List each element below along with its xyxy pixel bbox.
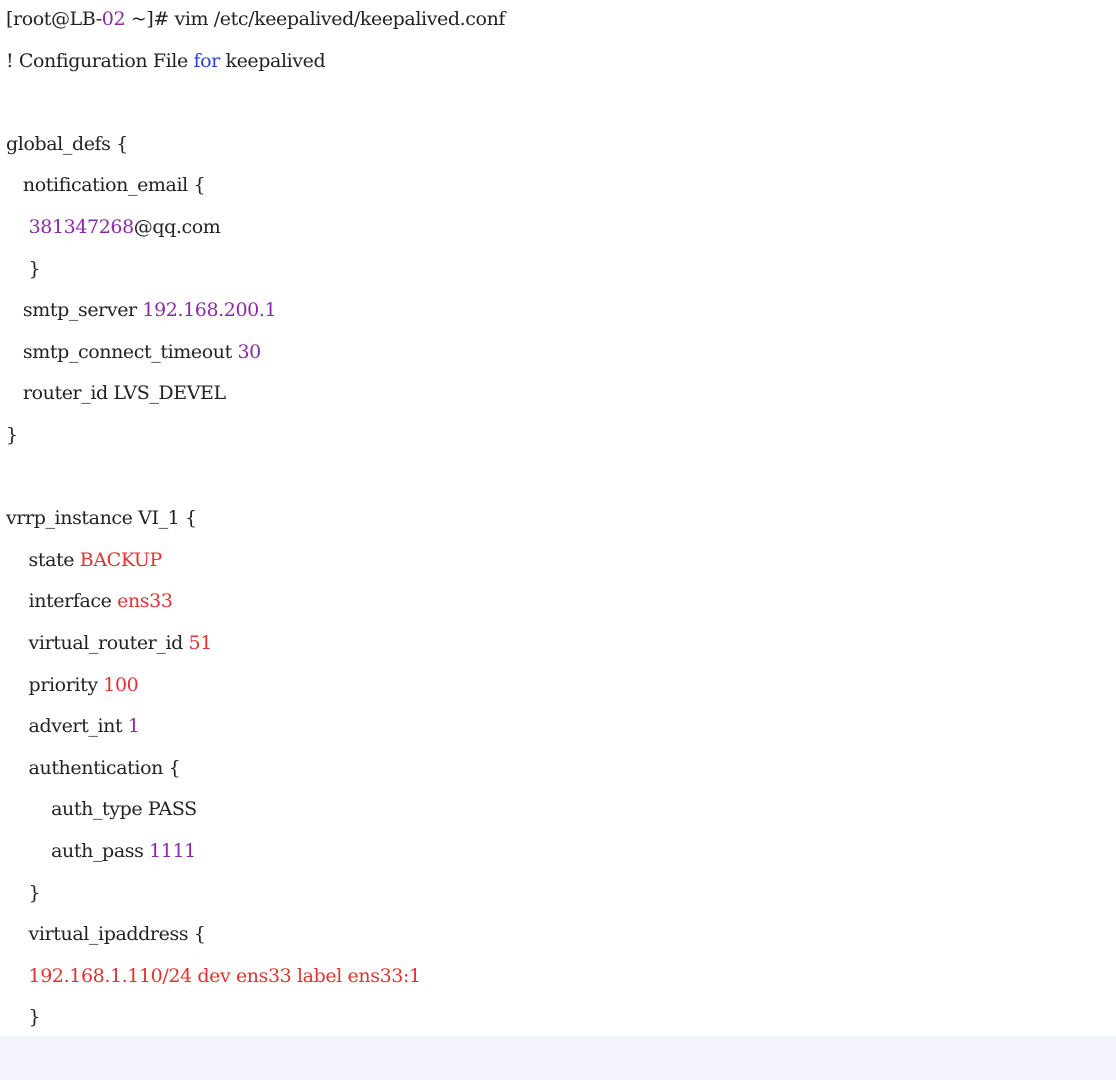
code-token-value: BACKUP [79, 548, 163, 571]
code-token-text: keepalived [219, 49, 326, 72]
code-line: notification_email { [6, 170, 206, 200]
code-line: authentication { [6, 753, 181, 783]
code-token-number: 1111 [149, 840, 196, 862]
code-token-text: auth_pass [6, 840, 150, 862]
code-line: ! Configuration File for keepalived [6, 46, 326, 76]
code-block: [root@LB-02 ~]# vim /etc/keepalived/keep… [0, 0, 1116, 1036]
code-line: router_id LVS_DEVEL [6, 378, 226, 408]
code-token-text: vrrp_instance VI_1 { [6, 507, 197, 530]
code-token-text: ! Configuration File [6, 49, 194, 72]
code-token-text: auth_type PASS [6, 798, 197, 821]
code-token-number: 192.168.200.1 [142, 299, 277, 322]
code-token-text [6, 216, 29, 238]
code-token-text: state [6, 548, 80, 571]
code-token-text: } [6, 424, 18, 446]
code-token-value: 192.168.1.110/24 dev ens33 label ens33:1 [6, 964, 421, 987]
code-token-value: 51 [188, 632, 213, 654]
code-line: vrrp_instance VI_1 { [6, 503, 197, 533]
code-token-text: priority [6, 673, 104, 696]
code-token-text: } [6, 1006, 41, 1029]
code-line: 381347268@qq.com [6, 212, 221, 242]
code-token-text: authentication { [6, 756, 181, 779]
code-token-number: 30 [237, 340, 261, 363]
code-token-text: } [6, 881, 41, 904]
code-line: virtual_router_id 51 [6, 628, 213, 658]
code-token-text: smtp_connect_timeout [6, 340, 238, 363]
code-token-text: @qq.com [133, 216, 221, 238]
code-token-text: virtual_router_id [6, 632, 189, 654]
code-line: virtual_ipaddress { [6, 919, 206, 949]
code-token-text: advert_int [6, 715, 128, 738]
code-token-number: 02 [101, 8, 126, 30]
code-token-number: 1 [127, 715, 140, 738]
code-line: } [6, 878, 41, 908]
code-token-text: [root@LB- [6, 8, 102, 30]
code-line: advert_int 1 [6, 711, 140, 741]
code-token-text: smtp_server [6, 299, 143, 322]
code-token-text: virtual_ipaddress { [6, 923, 206, 946]
code-token-text: global_defs { [6, 132, 128, 155]
code-token-text: } [6, 257, 41, 280]
code-line: interface ens33 [6, 586, 173, 616]
code-block-footer [0, 1036, 1116, 1080]
code-token-text: ~]# vim /etc/keepalived/keepalived.conf [125, 8, 506, 30]
code-line: auth_pass 1111 [6, 836, 196, 866]
code-line: state BACKUP [6, 545, 163, 575]
code-line: [root@LB-02 ~]# vim /etc/keepalived/keep… [6, 4, 505, 34]
code-line: smtp_connect_timeout 30 [6, 337, 261, 367]
code-line: global_defs { [6, 129, 128, 159]
code-token-number: 381347268 [28, 216, 135, 238]
code-line: auth_type PASS [6, 794, 197, 824]
code-token-value: 100 [103, 673, 139, 696]
code-token-keyword: for [193, 49, 220, 72]
code-token-value: ens33 [117, 590, 173, 613]
code-line: } [6, 254, 41, 284]
code-line: } [6, 1002, 41, 1032]
code-token-text: notification_email { [6, 174, 206, 197]
code-token-text: router_id LVS_DEVEL [6, 382, 226, 405]
code-line: 192.168.1.110/24 dev ens33 label ens33:1 [6, 961, 421, 991]
code-line: priority 100 [6, 670, 139, 700]
code-token-text: interface [6, 590, 118, 613]
code-line: } [6, 420, 18, 450]
code-line: smtp_server 192.168.200.1 [6, 295, 277, 325]
